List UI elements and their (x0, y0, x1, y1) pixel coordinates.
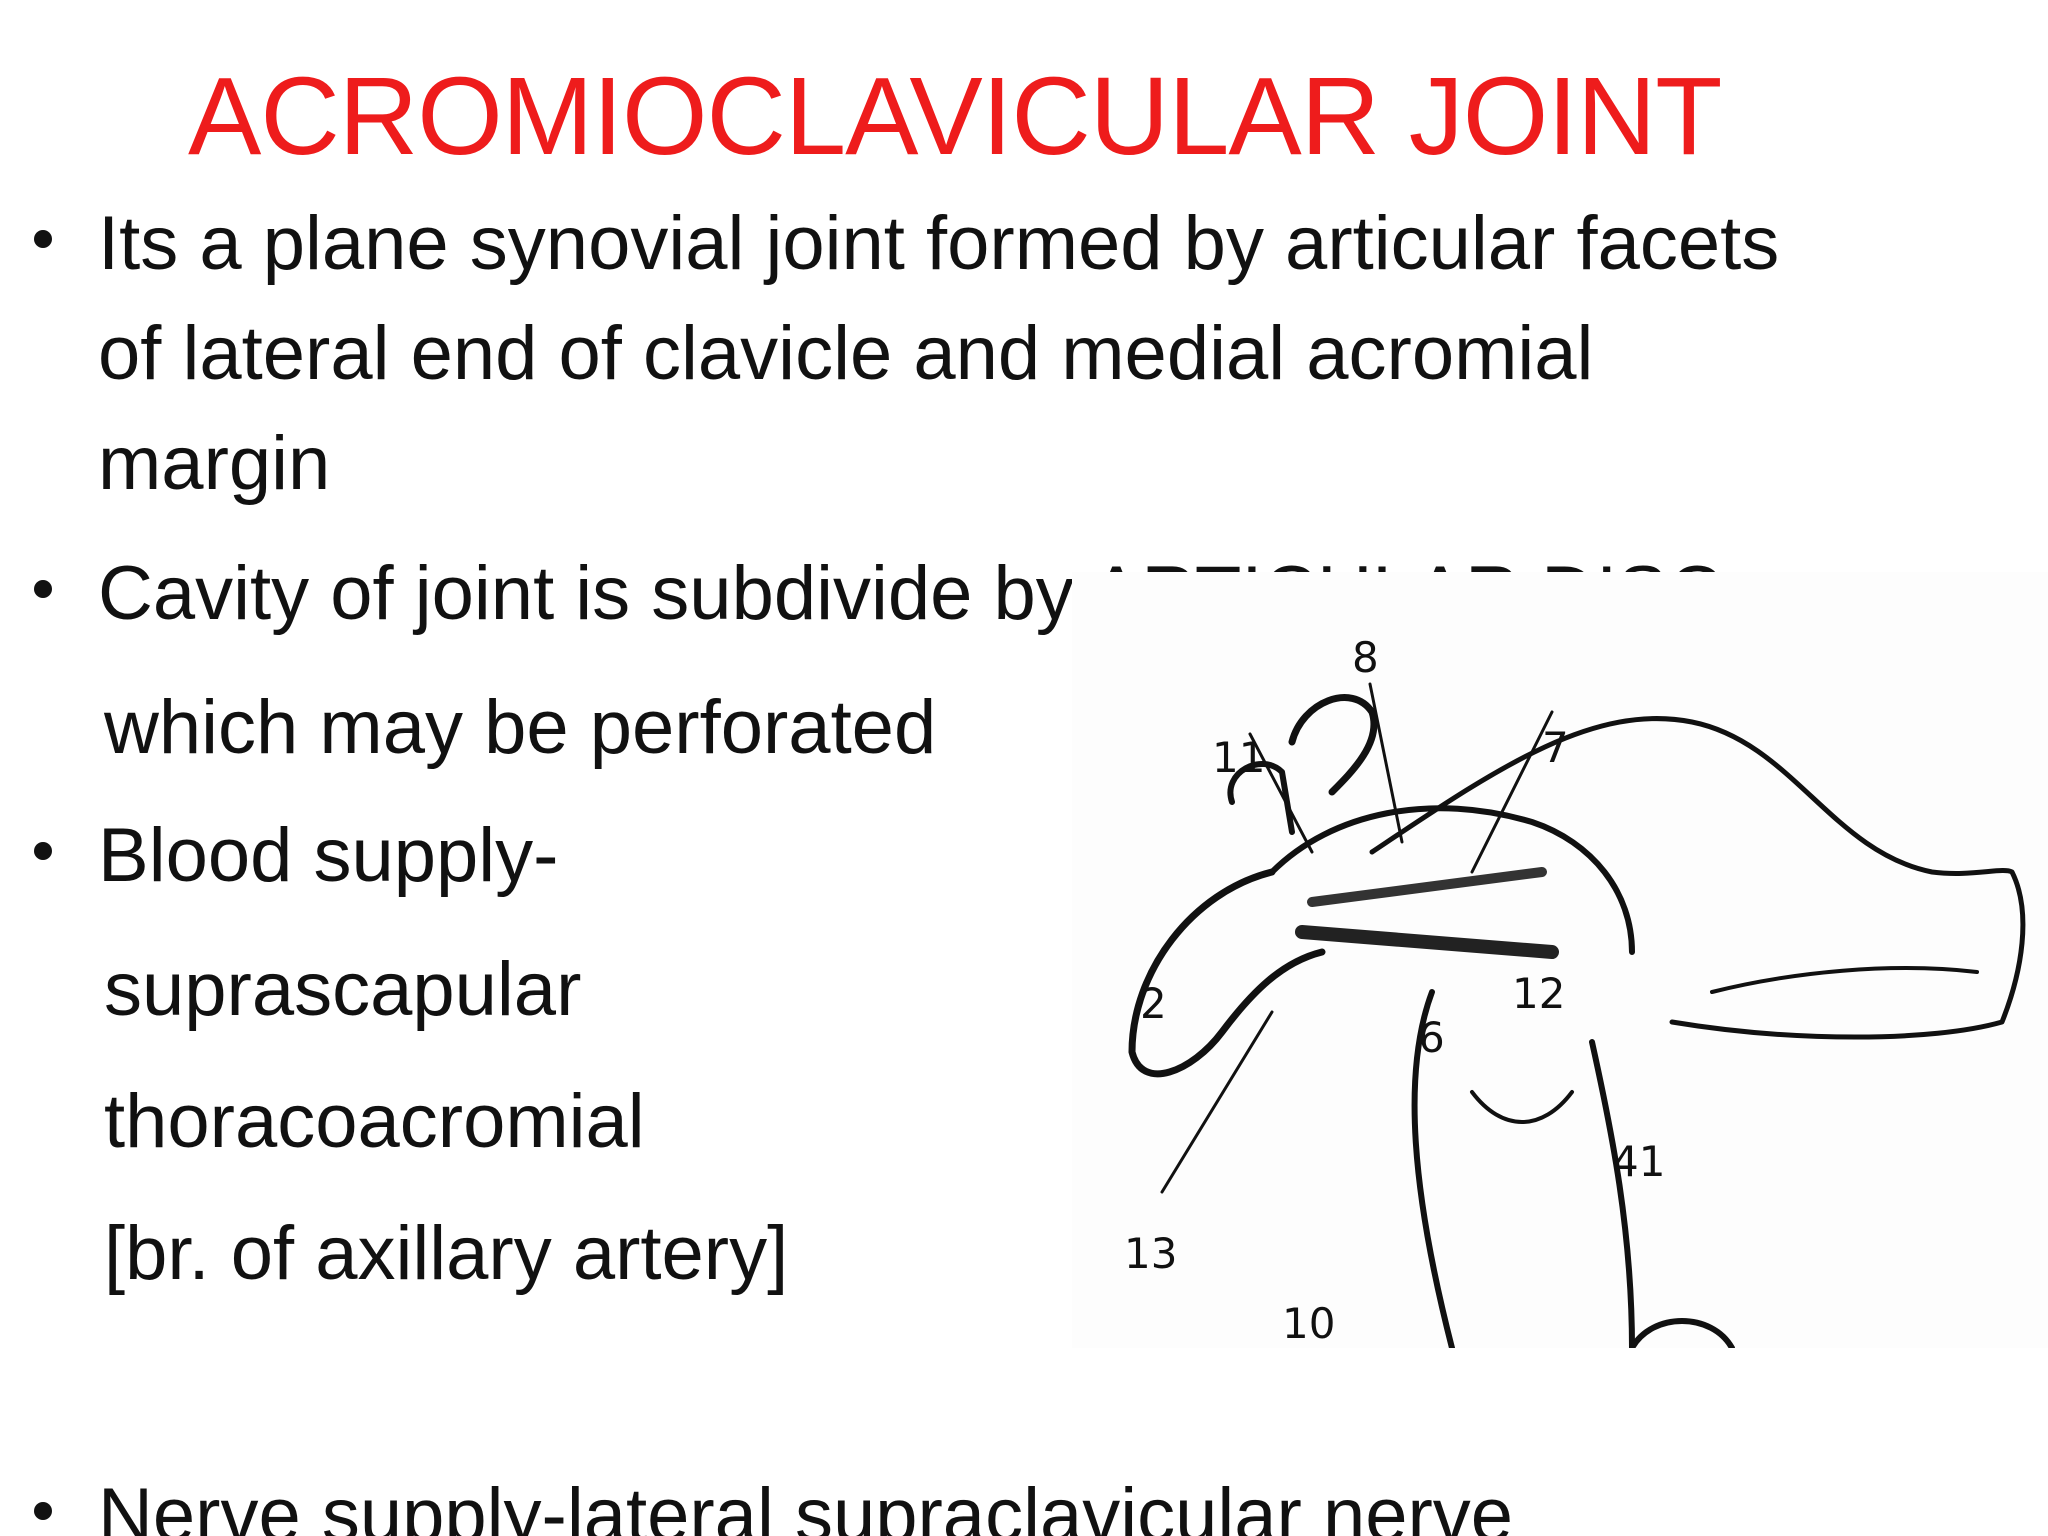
leader-13 (1160, 1010, 1274, 1194)
label-6: 6 (1418, 1013, 1445, 1062)
label-2: 2 (1140, 979, 1167, 1028)
ligament-band (1295, 925, 1559, 959)
bullet-1-dot (34, 230, 52, 248)
acromioclavicular-joint-diagram: 8 11 7 2 12 6 41 13 10 (1072, 572, 2048, 1348)
scapula-detail (1470, 1090, 1574, 1124)
label-13: 13 (1124, 1229, 1177, 1278)
acromion-outline (1128, 868, 1326, 1078)
bullet-3-line-2: suprascapular (104, 947, 582, 1032)
label-41: 41 (1612, 1137, 1665, 1186)
label-8: 8 (1352, 633, 1379, 682)
bullet-3-line-3: thoracoacromial (104, 1079, 645, 1164)
bullet-3-dot (34, 842, 52, 860)
lower-curve (1629, 1318, 1735, 1348)
label-12: 12 (1512, 969, 1565, 1018)
slide-title: ACROMIOCLAVICULAR JOINT (188, 55, 1722, 178)
leader-7 (1470, 710, 1554, 874)
leader-8 (1368, 682, 1404, 844)
label-10: 10 (1282, 1299, 1335, 1348)
clavicle-shading (1710, 966, 1979, 994)
scapula-right-edge (1589, 1039, 1635, 1348)
ligament-band-2 (1307, 867, 1547, 907)
bullet-1-line-2: of lateral end of clavicle and medial ac… (98, 311, 1594, 396)
bullet-3-line-1: Blood supply- (98, 813, 559, 898)
bullet-4-line-1: Nerve supply-lateral supraclavicular ner… (98, 1473, 1514, 1536)
clavicle-outline (1369, 716, 2026, 1040)
label-11: 11 (1212, 733, 1265, 782)
diagram-svg: 8 11 7 2 12 6 41 13 10 (1124, 633, 2026, 1348)
bullet-2-line-2: which may be perforated (104, 685, 937, 770)
bullet-3-line-4: [br. of axillary artery] (104, 1211, 789, 1296)
upper-hook-2 (1227, 760, 1295, 835)
leader-11 (1248, 732, 1314, 854)
scapula-left-edge (1411, 989, 1455, 1348)
bullet-1-line-1: Its a plane synovial joint formed by art… (98, 201, 1780, 286)
bullet-4-dot (34, 1502, 52, 1520)
bullet-1-line-3: margin (98, 421, 331, 506)
bullet-2-dot (34, 580, 52, 598)
label-7: 7 (1542, 723, 1569, 772)
capsule-outline (1269, 805, 1635, 955)
upper-hook-1 (1288, 694, 1378, 796)
